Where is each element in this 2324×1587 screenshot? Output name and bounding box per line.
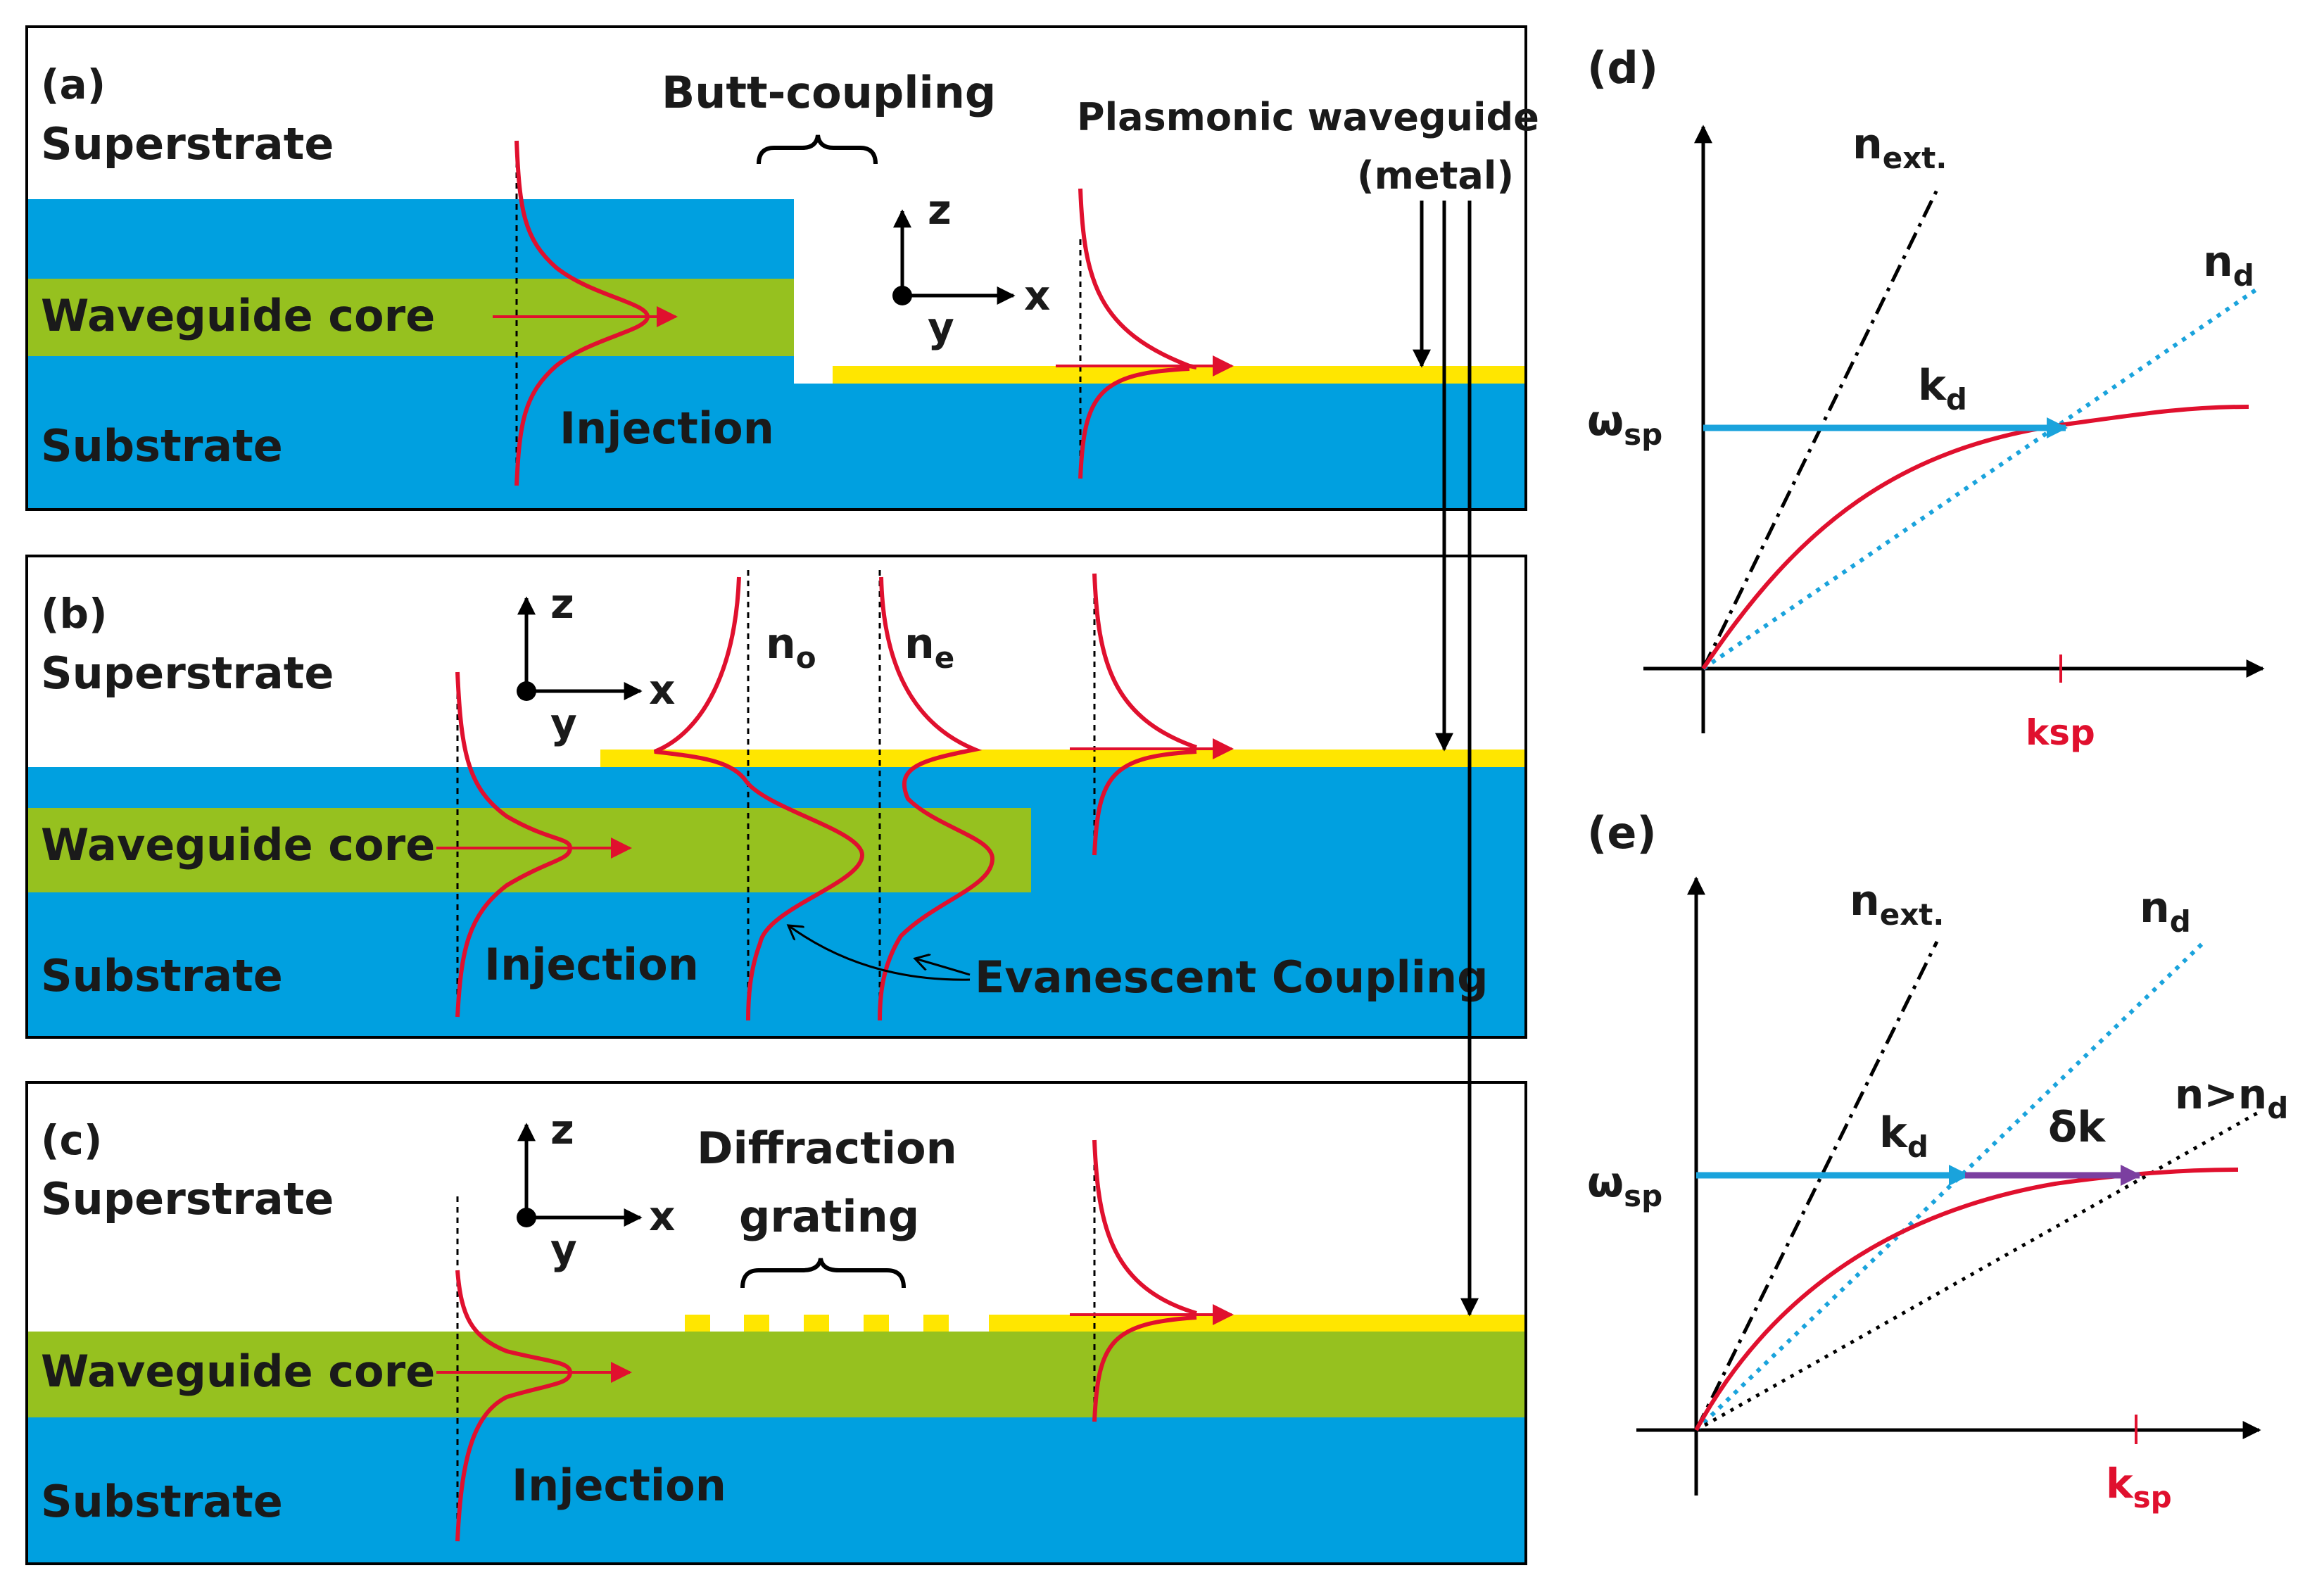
label-n-ext-e: next.: [1850, 876, 1944, 932]
panel-a-label: (a): [41, 61, 106, 108]
substrate-a-left: [28, 356, 794, 508]
substrate-label-a: Substrate: [41, 420, 283, 472]
panel-b-label: (b): [41, 590, 108, 638]
plasmon-mode-c: [1092, 1139, 1197, 1422]
superstrate-label-c: Superstrate: [41, 1173, 334, 1225]
evanescent-label: Evanescent Coupling: [975, 951, 1489, 1003]
label-omega-d: ωsp: [1587, 396, 1662, 452]
substrate-b: [28, 892, 1524, 1036]
label-k-d-e: kd: [1879, 1108, 1928, 1164]
superstrate-label-a: Superstrate: [41, 118, 334, 170]
label-omega-e: ωsp: [1587, 1158, 1662, 1213]
label-k-d-d: kd: [1918, 361, 1967, 417]
gaussian-mode-c: [455, 1270, 573, 1542]
n-d-line-e: [1694, 941, 2205, 1432]
panel-c-label: (c): [41, 1116, 102, 1164]
butt-coupling-label: Butt-coupling: [662, 67, 996, 118]
evanescent-pointer-o: [788, 925, 971, 981]
label-n-ext-d: next.: [1852, 120, 1947, 175]
top-cladding-a: [28, 199, 794, 279]
metal-strip-b: [600, 750, 1524, 767]
panel-d: (d) next. nd kd ωsp ksp: [1587, 42, 2265, 753]
plasmon-mode-b: [1092, 573, 1197, 856]
core-label-c: Waveguide core: [41, 1346, 435, 1397]
waveguide-core-b: [28, 808, 1031, 892]
panel-e: (e) next. nd n>nd kd δk ωsp ksp: [1587, 807, 2288, 1515]
panel-a: (a) Superstrate Waveguide core Substrate…: [25, 25, 1539, 511]
injection-label-a: Injection: [560, 403, 774, 454]
evanescent-pointer-e: [915, 959, 971, 976]
dispersion-curve-d: [1701, 405, 2249, 670]
axes-c: z x y: [517, 1106, 675, 1273]
n-d-line-d: [1702, 288, 2257, 671]
axes-a: z x y: [892, 186, 1050, 351]
supermode-e: [878, 576, 995, 1021]
svg-text:z: z: [550, 580, 574, 628]
label-n-d-e: nd: [2140, 883, 2191, 939]
grating-teeth: [685, 1315, 949, 1332]
svg-text:y: y: [550, 700, 577, 747]
svg-text:x: x: [1024, 272, 1050, 320]
plasmonic-label-line2: (metal): [1357, 153, 1514, 198]
diffraction-label-line2: grating: [739, 1191, 919, 1242]
substrate-label-c: Substrate: [41, 1476, 283, 1527]
panel-b: (b) Superstrate Waveguide core Substrate…: [25, 555, 1527, 1039]
metal-pointer-arrows: [1413, 201, 1479, 1317]
svg-text:x: x: [649, 666, 675, 714]
n-ext-line-e: [1694, 940, 1939, 1431]
label-n-d-d: nd: [2203, 237, 2254, 293]
grating-brace: [740, 1258, 906, 1289]
panel-d-label: (d): [1587, 42, 1658, 94]
label-ksp-e: ksp: [2106, 1460, 2172, 1515]
svg-text:z: z: [550, 1106, 574, 1153]
label-delta-k-e: δk: [2048, 1103, 2107, 1152]
right-cladding-b: [1031, 808, 1524, 892]
svg-text:x: x: [649, 1192, 675, 1240]
panel-e-label: (e): [1587, 807, 1657, 859]
substrate-a-right: [794, 384, 1524, 508]
injection-label-c: Injection: [512, 1460, 726, 1511]
dispersion-curve-e: [1694, 1168, 2239, 1431]
n-gt-line-e: [1695, 1110, 2261, 1432]
axes-b: z x y: [517, 580, 675, 747]
butt-coupling-brace: [757, 134, 878, 165]
label-ksp-d: ksp: [2026, 712, 2095, 753]
plasmonic-label-line1: Plasmonic waveguide: [1077, 95, 1539, 139]
svg-text:y: y: [550, 1225, 577, 1273]
label-n-gt-e: n>nd: [2175, 1070, 2288, 1125]
diffraction-label-line1: Diffraction: [697, 1123, 957, 1174]
label-n-o: no: [766, 619, 816, 675]
core-label-b: Waveguide core: [41, 819, 435, 871]
superstrate-label-b: Superstrate: [41, 647, 334, 699]
svg-text:z: z: [928, 186, 952, 234]
waveguide-core-c: [28, 1332, 1524, 1417]
supermode-o: [653, 576, 865, 1021]
substrate-label-b: Substrate: [41, 950, 283, 1001]
svg-text:y: y: [928, 303, 954, 351]
core-label-a: Waveguide core: [41, 290, 435, 341]
plasmon-mode-a: [1078, 188, 1197, 479]
panel-c: (c) Superstrate Waveguide core Substrate…: [25, 1081, 1527, 1565]
label-n-e: ne: [904, 619, 954, 675]
metal-strip-c: [989, 1315, 1524, 1332]
injection-label-b: Injection: [484, 939, 699, 990]
substrate-c: [28, 1417, 1524, 1562]
